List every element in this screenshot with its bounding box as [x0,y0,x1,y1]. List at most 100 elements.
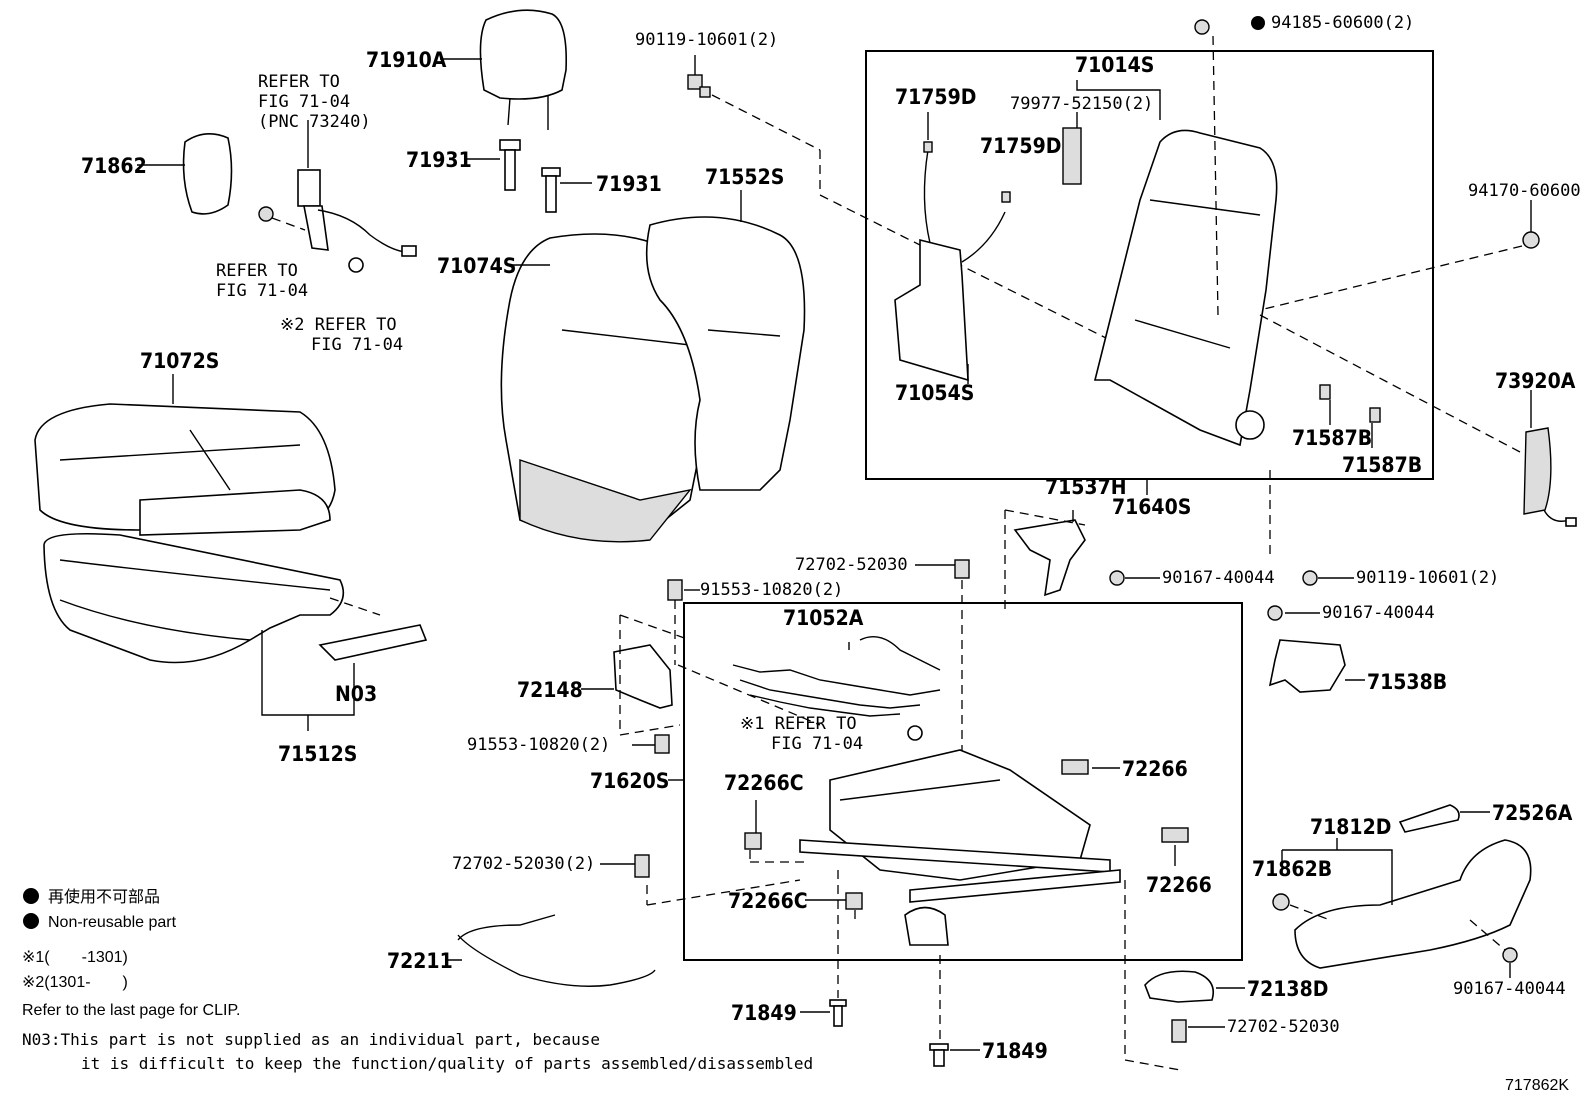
label-71587B-b: 71587B [1342,453,1422,477]
label-72266-b: 72266 [1146,873,1212,897]
refer-pnc-line2: FIG 71-04 [258,92,350,112]
label-72702-a: 72702-52030 [795,555,908,575]
nonreusable-dot-legend-2 [23,913,39,929]
legend-clip-note: Refer to the last page for CLIP. [22,1002,241,1019]
label-72148: 72148 [517,678,583,702]
wire-72211-drawing [457,914,656,987]
label-71587B-a: 71587B [1292,426,1372,450]
label-72138D: 72138D [1247,977,1328,1001]
label-72266C-b: 72266C [728,889,808,913]
label-71849-b: 71849 [982,1039,1048,1063]
refer-b-line2: FIG 71-04 [311,335,403,355]
label-90167-c: 90167-40044 [1453,979,1566,999]
seatback-pad-drawing [645,216,806,491]
clip-72266C-b-drawing [845,892,863,910]
legend-n03-line1: N03:This part is not supplied as an indi… [22,1030,600,1049]
bolt-90167-b-drawing [1267,605,1283,621]
seatback-frame-group-box [865,50,1434,480]
label-71931-a: 71931 [406,148,472,172]
label-71759D-b: 71759D [980,134,1061,158]
label-90167-b: 90167-40044 [1322,603,1435,623]
label-71640S: 71640S [1112,495,1191,519]
label-71910A: 71910A [366,48,447,72]
label-71537H: 71537H [1045,475,1127,499]
label-71862B: 71862B [1252,857,1332,881]
label-94185: 94185-60600(2) [1271,13,1414,33]
nonreusable-dot-legend-1 [23,888,39,904]
refer-c-line1: ※1 REFER TO [740,714,857,734]
clip-71587B-a-drawing [1319,384,1331,400]
label-91553-b: 91553-10820(2) [467,735,610,755]
label-71552S: 71552S [705,165,784,189]
clip-72266C-a-drawing [744,832,762,850]
seatback-frame-drawing [1093,129,1278,447]
bolt-90167-c-drawing [1502,947,1518,963]
pin-71849-b-drawing [929,1043,949,1067]
clip-72266-b-drawing [1161,827,1189,843]
bolt-90119-drawing [687,74,711,98]
knob-72526A-drawing [1398,804,1460,833]
label-72266-a: 72266 [1122,757,1188,781]
bolt-91553-a-drawing [667,579,683,601]
seatbelt-buckle-drawing [258,120,417,273]
legend-nonreusable-en: Non-reusable part [48,914,177,931]
seat-track-group-box [683,602,1243,961]
cover-72138D-drawing [1144,970,1214,1003]
seat-track-71620S-drawing [799,749,1121,946]
refer-a-line1: REFER TO [216,261,298,281]
label-71620S: 71620S [590,769,669,793]
label-90119-b: 90119-10601(2) [1356,568,1499,588]
seat-cushion-pad-drawing [43,533,345,664]
refer-b-line1: ※2 REFER TO [280,315,397,335]
label-91553-a: 91553-10820(2) [700,580,843,600]
n03-bracket-drawing [318,624,428,661]
nut-94170-drawing [1522,231,1540,249]
clip-71587B-b-drawing [1369,407,1381,423]
label-72526A: 72526A [1492,801,1573,825]
label-72211: 72211 [387,949,453,973]
bracket-71812D [1281,849,1393,905]
legend-nonreusable-jp: 再使用不可部品 [48,888,160,906]
diagram-id: 717862K [1505,1077,1569,1094]
seat-cushion-cover-drawing [34,403,336,536]
label-71072S: 71072S [140,349,219,373]
label-71862: 71862 [81,154,147,178]
legend-note2: ※2(1301- ) [22,974,128,991]
label-71931-b: 71931 [596,172,662,196]
pad-79977-drawing [1062,127,1082,185]
label-72702-c: 72702-52030 [1227,1017,1340,1037]
pin-71849-a-drawing [829,999,847,1027]
seatback-cover-drawing [500,233,713,543]
label-71849-a: 71849 [731,1001,797,1025]
label-71014S: 71014S [1075,53,1154,77]
shield-71812D-drawing [1294,839,1532,969]
refer-pnc-line1: REFER TO [258,72,340,92]
label-71538B: 71538B [1367,670,1447,694]
airbag-73920A-drawing [1523,427,1577,527]
legend-note1: ※1( -1301) [22,949,128,966]
label-73920A: 73920A [1495,369,1576,393]
label-71052A: 71052A [783,606,864,630]
label-71512S: 71512S [278,742,357,766]
label-79977: 79977-52150(2) [1010,94,1153,114]
label-71074S: 71074S [437,254,516,278]
nonreusable-dot-94185 [1251,16,1265,30]
label-72266C-a: 72266C [724,771,804,795]
label-90167-a: 90167-40044 [1162,568,1275,588]
bracket-71537H-drawing [1013,519,1086,597]
refer-a-line2: FIG 71-04 [216,281,308,301]
lumbar-support-drawing [894,141,1011,382]
bracket-72148-drawing [613,644,673,709]
legend-n03-line2: it is difficult to keep the function/qua… [81,1054,813,1073]
bolt-72702-a-drawing [954,559,970,579]
headrest-drawing [479,9,568,130]
label-90119-a: 90119-10601(2) [635,30,778,50]
label-72702-b: 72702-52030(2) [452,854,595,874]
bolt-91553-b-drawing [654,734,670,754]
seat-spring-71052A-drawing [732,636,941,717]
cover-71862-drawing [182,133,233,215]
refer-pnc-line3: (PNC 73240) [258,112,371,132]
clip-72266-a-drawing [1061,759,1089,775]
bolt-90119-b-drawing [1302,570,1318,586]
nut-71862B-drawing [1272,893,1290,911]
